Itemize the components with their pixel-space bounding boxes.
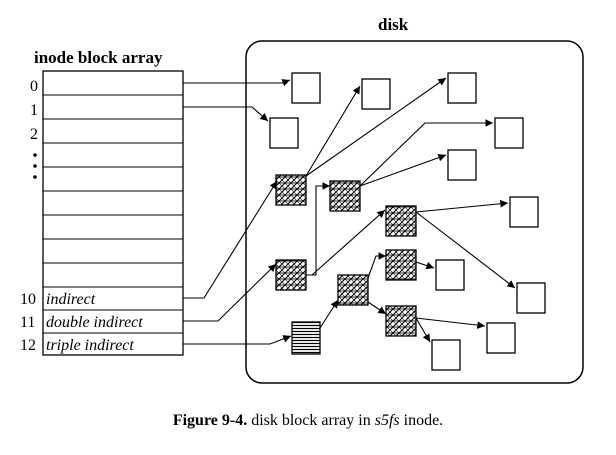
pointer-arrow [367,301,387,315]
slot-indirect: indirect [46,291,96,308]
index-11: 11 [20,314,35,331]
indirect-block [385,205,417,237]
disk-container [245,40,584,384]
data-block [516,282,546,314]
indirect-block [337,274,369,306]
pointer-arrow [415,211,516,289]
pointer-arrow [367,252,386,279]
data-block [447,149,477,181]
pointer-arrow [319,299,339,329]
indirect-block [329,180,361,212]
pointer-arrow [306,209,386,276]
pointer-arrow [305,77,447,177]
pointer-arrow [415,199,509,213]
caption-text-after: inode. [399,412,444,429]
data-block [269,117,299,149]
index-1: 1 [30,102,38,119]
indirect-block [385,305,417,337]
index-10: 10 [20,291,36,308]
data-blocks [269,72,546,371]
data-block [494,117,524,149]
data-block [435,259,465,291]
caption-emphasis: s5fs [374,412,400,429]
data-block [361,78,391,110]
indirect-block [385,249,417,281]
pointer-arrows [183,77,516,345]
pointer-arrow [415,317,431,343]
slot-triple-indirect: triple indirect [46,337,134,354]
caption-text-before: disk block array in [247,412,375,429]
data-block [509,196,539,228]
data-block [431,339,461,371]
triple-indirect-block [291,321,321,355]
indirect-blocks [275,174,417,355]
inode-title: inode block array [34,48,163,67]
pointer-arrow [415,317,486,329]
index-12: 12 [20,337,36,354]
figure-caption: Figure 9-4. disk block array in s5fs ino… [0,412,616,430]
caption-label: Figure 9-4. [172,412,248,429]
indirect-block [275,174,307,206]
data-block [486,322,516,354]
disk-title: disk [378,15,409,34]
pointer-arrow [183,263,277,322]
index-0: 0 [30,78,38,95]
ellipsis-dots [33,153,37,179]
data-block [447,72,477,104]
slot-double-indirect: double indirect [46,314,143,331]
pointer-arrow [183,79,291,87]
pointer-arrow [183,180,278,299]
pointer-arrow [415,261,435,270]
inode-block-array [42,70,184,356]
pointer-arrow [359,119,493,187]
pointer-arrow [183,335,292,345]
pointer-arrow [183,106,269,122]
indirect-block [275,259,307,291]
index-2: 2 [30,126,38,143]
pointer-arrow [359,153,447,187]
pointer-arrow [305,85,361,177]
data-block [291,72,321,104]
